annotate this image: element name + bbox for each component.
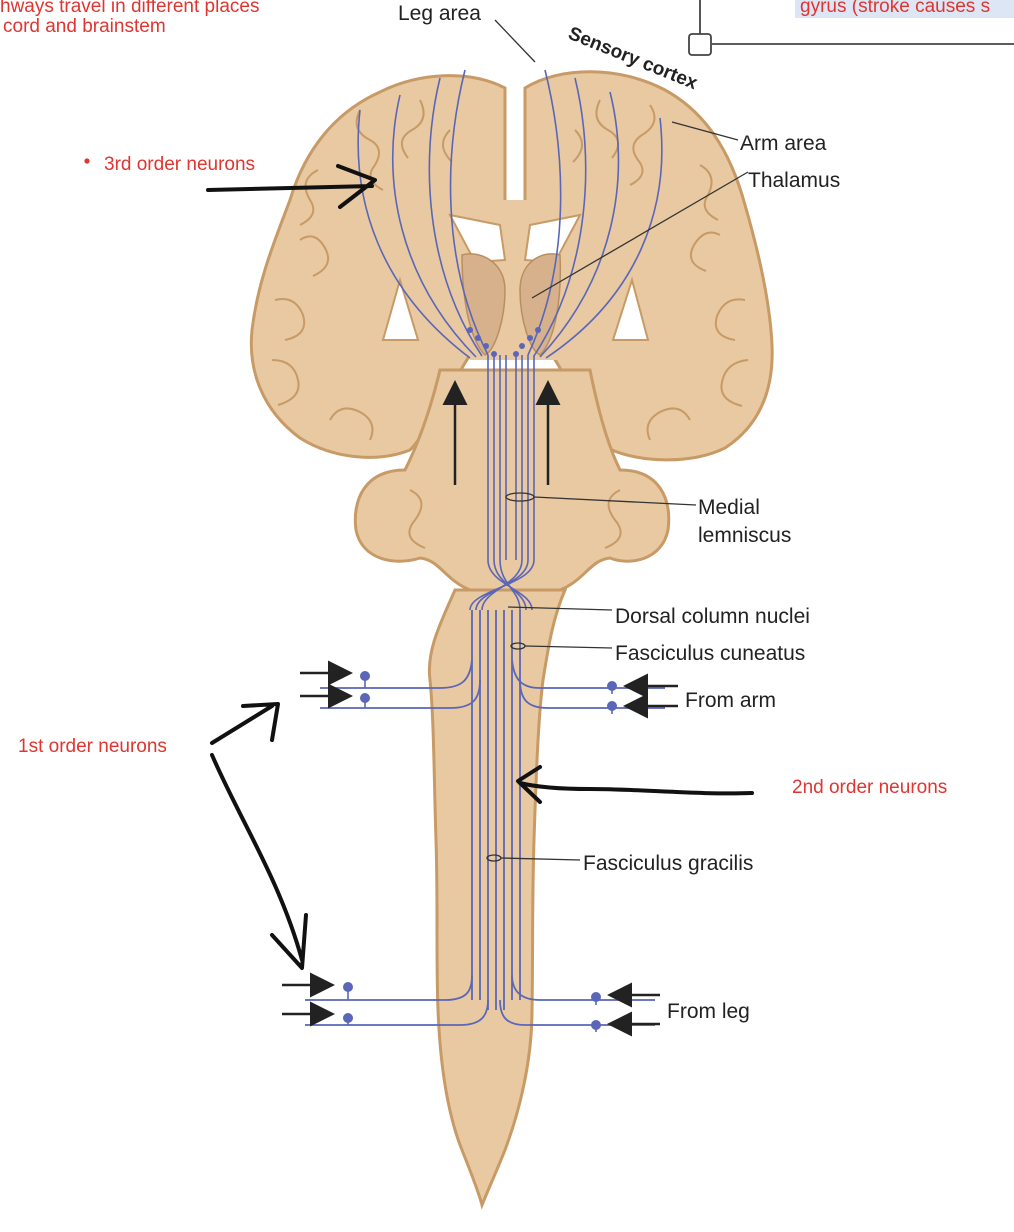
fasciculus-cuneatus-label: Fasciculus cuneatus: [615, 642, 805, 665]
connector: [688, 0, 1014, 56]
left-gyri: [271, 99, 453, 441]
note-second-order: 2nd order neurons: [792, 777, 947, 798]
medial-lemniscus-label-line2: lemniscus: [698, 524, 791, 547]
left-temporal-horn: [381, 276, 420, 341]
dorsal-column-nuclei-label: Dorsal column nuclei: [615, 605, 810, 628]
first-order-arrow-down-icon: [210, 753, 308, 970]
printed-arrows: [282, 380, 678, 1037]
note-top-left-line2: cord and brainstem: [3, 16, 166, 37]
bullet-dot: [84, 158, 90, 164]
thalamus-label: Thalamus: [748, 169, 840, 192]
first-order-arrow-up-icon: [210, 702, 280, 745]
right-temporal-horn: [611, 276, 650, 341]
medial-lemniscus-label-line1: Medial: [698, 496, 760, 519]
printed-labels: Leg area Sensory cortex Arm area Thalamu…: [398, 2, 840, 1023]
annotations: hways travel in different places cord an…: [0, 0, 1014, 798]
leg-area-label: Leg area: [398, 2, 481, 25]
sensory-tracts: [305, 69, 665, 1026]
note-top-right: gyrus (stroke causes s: [800, 0, 990, 17]
note-third-order: 3rd order neurons: [104, 154, 255, 175]
thalamic-synapses: [467, 327, 541, 357]
spinal-cord: [427, 588, 568, 1210]
lateral-ventricles: [448, 213, 582, 264]
arm-area-label: Arm area: [740, 132, 827, 155]
leader-lines: [486, 19, 749, 862]
from-leg-label: From leg: [667, 1000, 750, 1023]
note-top-right-highlight: [795, 0, 1014, 18]
fasciculus-gracilis-label: Fasciculus gracilis: [583, 852, 753, 875]
from-arm-label: From arm: [685, 689, 776, 712]
neural-tissue: [249, 70, 774, 1210]
brainstem-folds: [408, 489, 622, 549]
third-order-arrow-icon: [206, 164, 377, 209]
resize-handle[interactable]: [688, 33, 712, 56]
dorsal-root-ganglia: [343, 671, 617, 1032]
second-order-arrow-icon: [516, 765, 754, 804]
note-top-left-line1: hways travel in different places: [0, 0, 259, 17]
note-first-order: 1st order neurons: [18, 736, 167, 757]
ink-arrows: [206, 164, 754, 970]
